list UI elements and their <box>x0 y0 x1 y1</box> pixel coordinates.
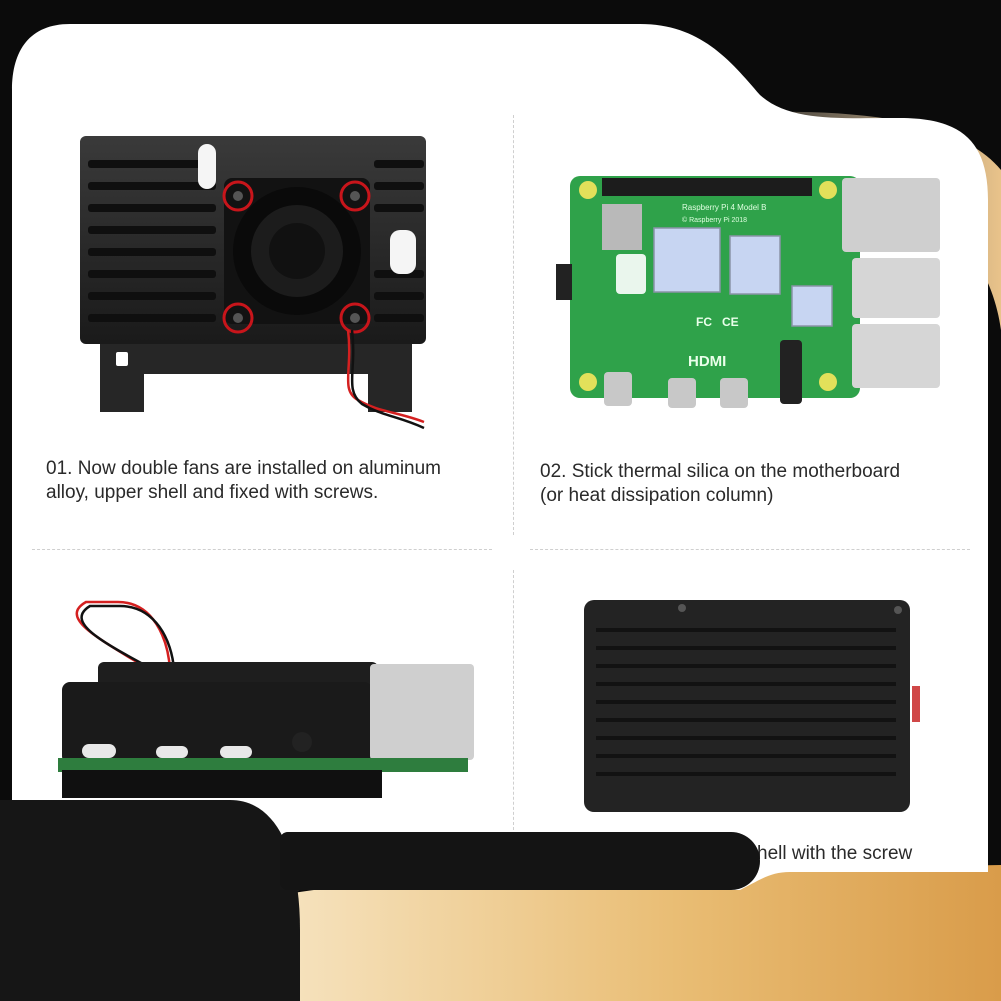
ce-mark: CE <box>722 315 739 329</box>
gpio-header <box>602 178 812 196</box>
gold-accent-bottom <box>280 865 1001 1001</box>
usb3-port <box>852 258 940 318</box>
thermal-pad-ram <box>729 235 781 295</box>
step-4-caption: hell with the screw <box>757 843 913 864</box>
grid-divider-vertical <box>513 115 514 535</box>
board-brand-text: Raspberry Pi 4 Model B <box>682 203 766 212</box>
micro-hdmi-port-icon <box>156 746 188 758</box>
screw-highlight-rings <box>222 180 371 334</box>
heatsink-fins <box>88 160 424 322</box>
finished-case-top-image <box>584 600 920 812</box>
thermal-pad-cpu <box>653 227 721 293</box>
usb2-port <box>852 324 940 388</box>
hdmi-logo: HDMI <box>688 353 726 370</box>
grid-divider-horizontal-left <box>32 549 492 550</box>
step-1-caption: 01. Now double fans are installed on alu… <box>46 458 442 503</box>
ethernet-port <box>842 178 940 252</box>
ports-side <box>370 664 474 760</box>
heatsink-fins <box>596 628 896 776</box>
fc-mark: FC <box>696 315 712 329</box>
raspberry-pi-board-image: Raspberry Pi 4 Model B © Raspberry Pi 20… <box>556 176 940 408</box>
thermal-pad-usb <box>791 285 833 327</box>
assembled-case-side-image <box>58 600 474 798</box>
case-top-with-fan-image <box>80 136 426 430</box>
usb-c-port-icon <box>82 744 116 758</box>
dark-overlay-bar <box>280 832 760 890</box>
step-2-caption: 02. Stick thermal silica on the motherbo… <box>540 461 901 506</box>
micro-hdmi-port-icon <box>220 746 252 758</box>
grid-divider-horizontal-right <box>530 549 970 550</box>
board-copyright-text: © Raspberry Pi 2018 <box>682 216 747 224</box>
fan-icon <box>224 178 370 324</box>
dark-corner-shape <box>0 800 300 1001</box>
grid-divider-vertical-lower <box>513 570 514 830</box>
